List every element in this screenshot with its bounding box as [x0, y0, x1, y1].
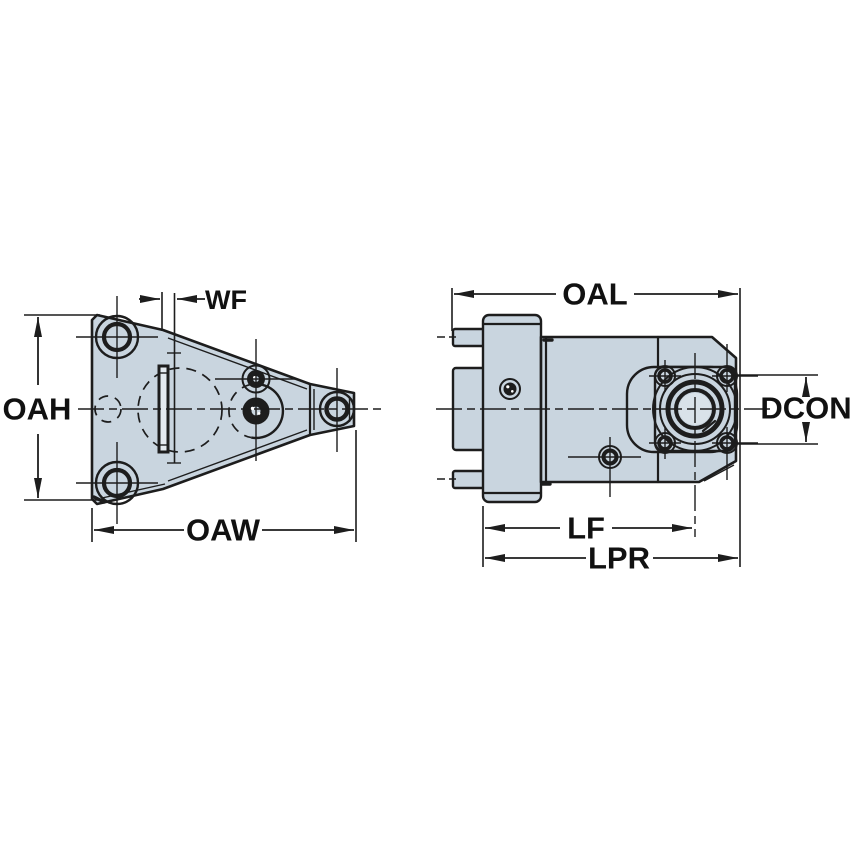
dim-label-oah: OAH [3, 392, 72, 427]
stud-top [451, 327, 487, 348]
side-view-clamping-unit [436, 313, 770, 537]
coupling-bolt-bottom-left [649, 427, 681, 459]
dim-label-wf: WF [205, 285, 247, 315]
coupling-bolt-top-right [712, 344, 758, 392]
body-inner-edges [540, 335, 735, 486]
dim-lf: LF [482, 506, 692, 567]
dimensions: OAH WF OAW OAL [3, 277, 852, 576]
dim-label-dcon: DCON [760, 391, 851, 426]
slot-edge-line [167, 293, 181, 464]
hidden-bore-circle [137, 367, 223, 453]
front-screw-large [228, 339, 285, 461]
coupling-bolt-bottom-right [712, 427, 758, 480]
dim-lpr: LPR [485, 541, 738, 576]
front-view-wedge-plate [76, 293, 384, 524]
dim-dcon: DCON [737, 374, 852, 445]
body-screw [568, 437, 641, 497]
dim-oal: OAL [451, 277, 741, 567]
stud-bottom [451, 469, 487, 490]
dim-label-oal: OAL [562, 277, 627, 312]
front-bolt-bottom-left [76, 442, 158, 524]
dim-label-oaw: OAW [186, 513, 261, 548]
dim-oaw: OAW [91, 430, 357, 548]
dim-label-lpr: LPR [588, 541, 650, 576]
front-bolt-tip [318, 368, 356, 452]
flange-set-screw [499, 378, 521, 400]
front-bolt-top-left [76, 296, 158, 378]
coupling-bolt-top-left [649, 360, 681, 392]
dim-wf: WF [139, 285, 247, 331]
dim-oah: OAH [3, 314, 100, 501]
dim-label-lf: LF [567, 511, 605, 546]
